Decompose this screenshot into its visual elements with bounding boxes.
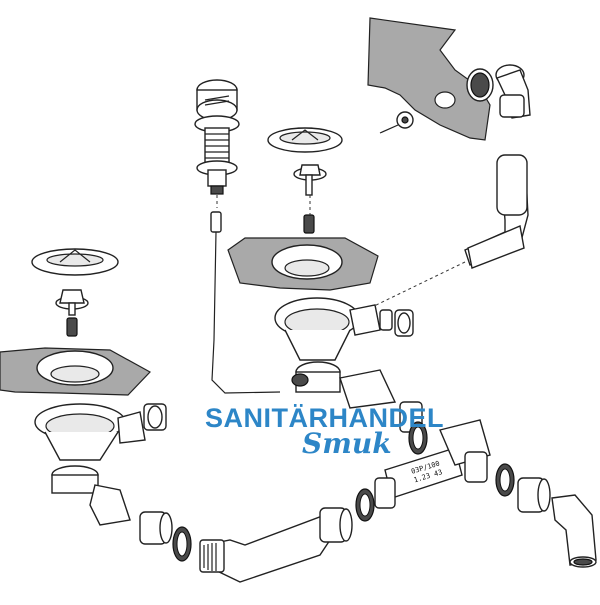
left-strainer-plate: [31, 248, 119, 276]
middle-nut: [319, 507, 353, 543]
watermark-line1: SANITÄRHANDEL: [205, 403, 444, 433]
watermark: SANITÄRHANDEL Smuk: [205, 403, 444, 460]
left-stopper: [55, 289, 89, 337]
t-connector: [399, 401, 491, 483]
right-elbow: [551, 494, 597, 568]
label-pipe: 03P/100 1.23 43: [374, 447, 463, 509]
overflow-screw: [379, 111, 414, 134]
left-nut: [139, 511, 173, 545]
center-strainer-plate: [267, 127, 343, 153]
center-outlet: [291, 361, 397, 409]
left-gasket: [172, 526, 192, 562]
center-stopper: [293, 164, 327, 234]
bowden-cable: [210, 195, 281, 394]
popup-knob: [194, 79, 240, 195]
overflow-hose: [464, 154, 529, 269]
overflow-fitting: [466, 64, 531, 119]
center-basket: [274, 297, 414, 361]
left-sink-plate: [0, 347, 151, 396]
main-bend-pipe: [199, 514, 331, 583]
center-sink-plate: [227, 237, 379, 291]
left-basket: [34, 403, 167, 461]
watermark-line2: Smuk: [302, 427, 392, 460]
right-gasket: [495, 463, 515, 497]
middle-gasket: [355, 488, 375, 522]
right-nut: [517, 477, 551, 513]
overflow-panel: [367, 17, 491, 141]
left-outlet: [51, 465, 131, 526]
